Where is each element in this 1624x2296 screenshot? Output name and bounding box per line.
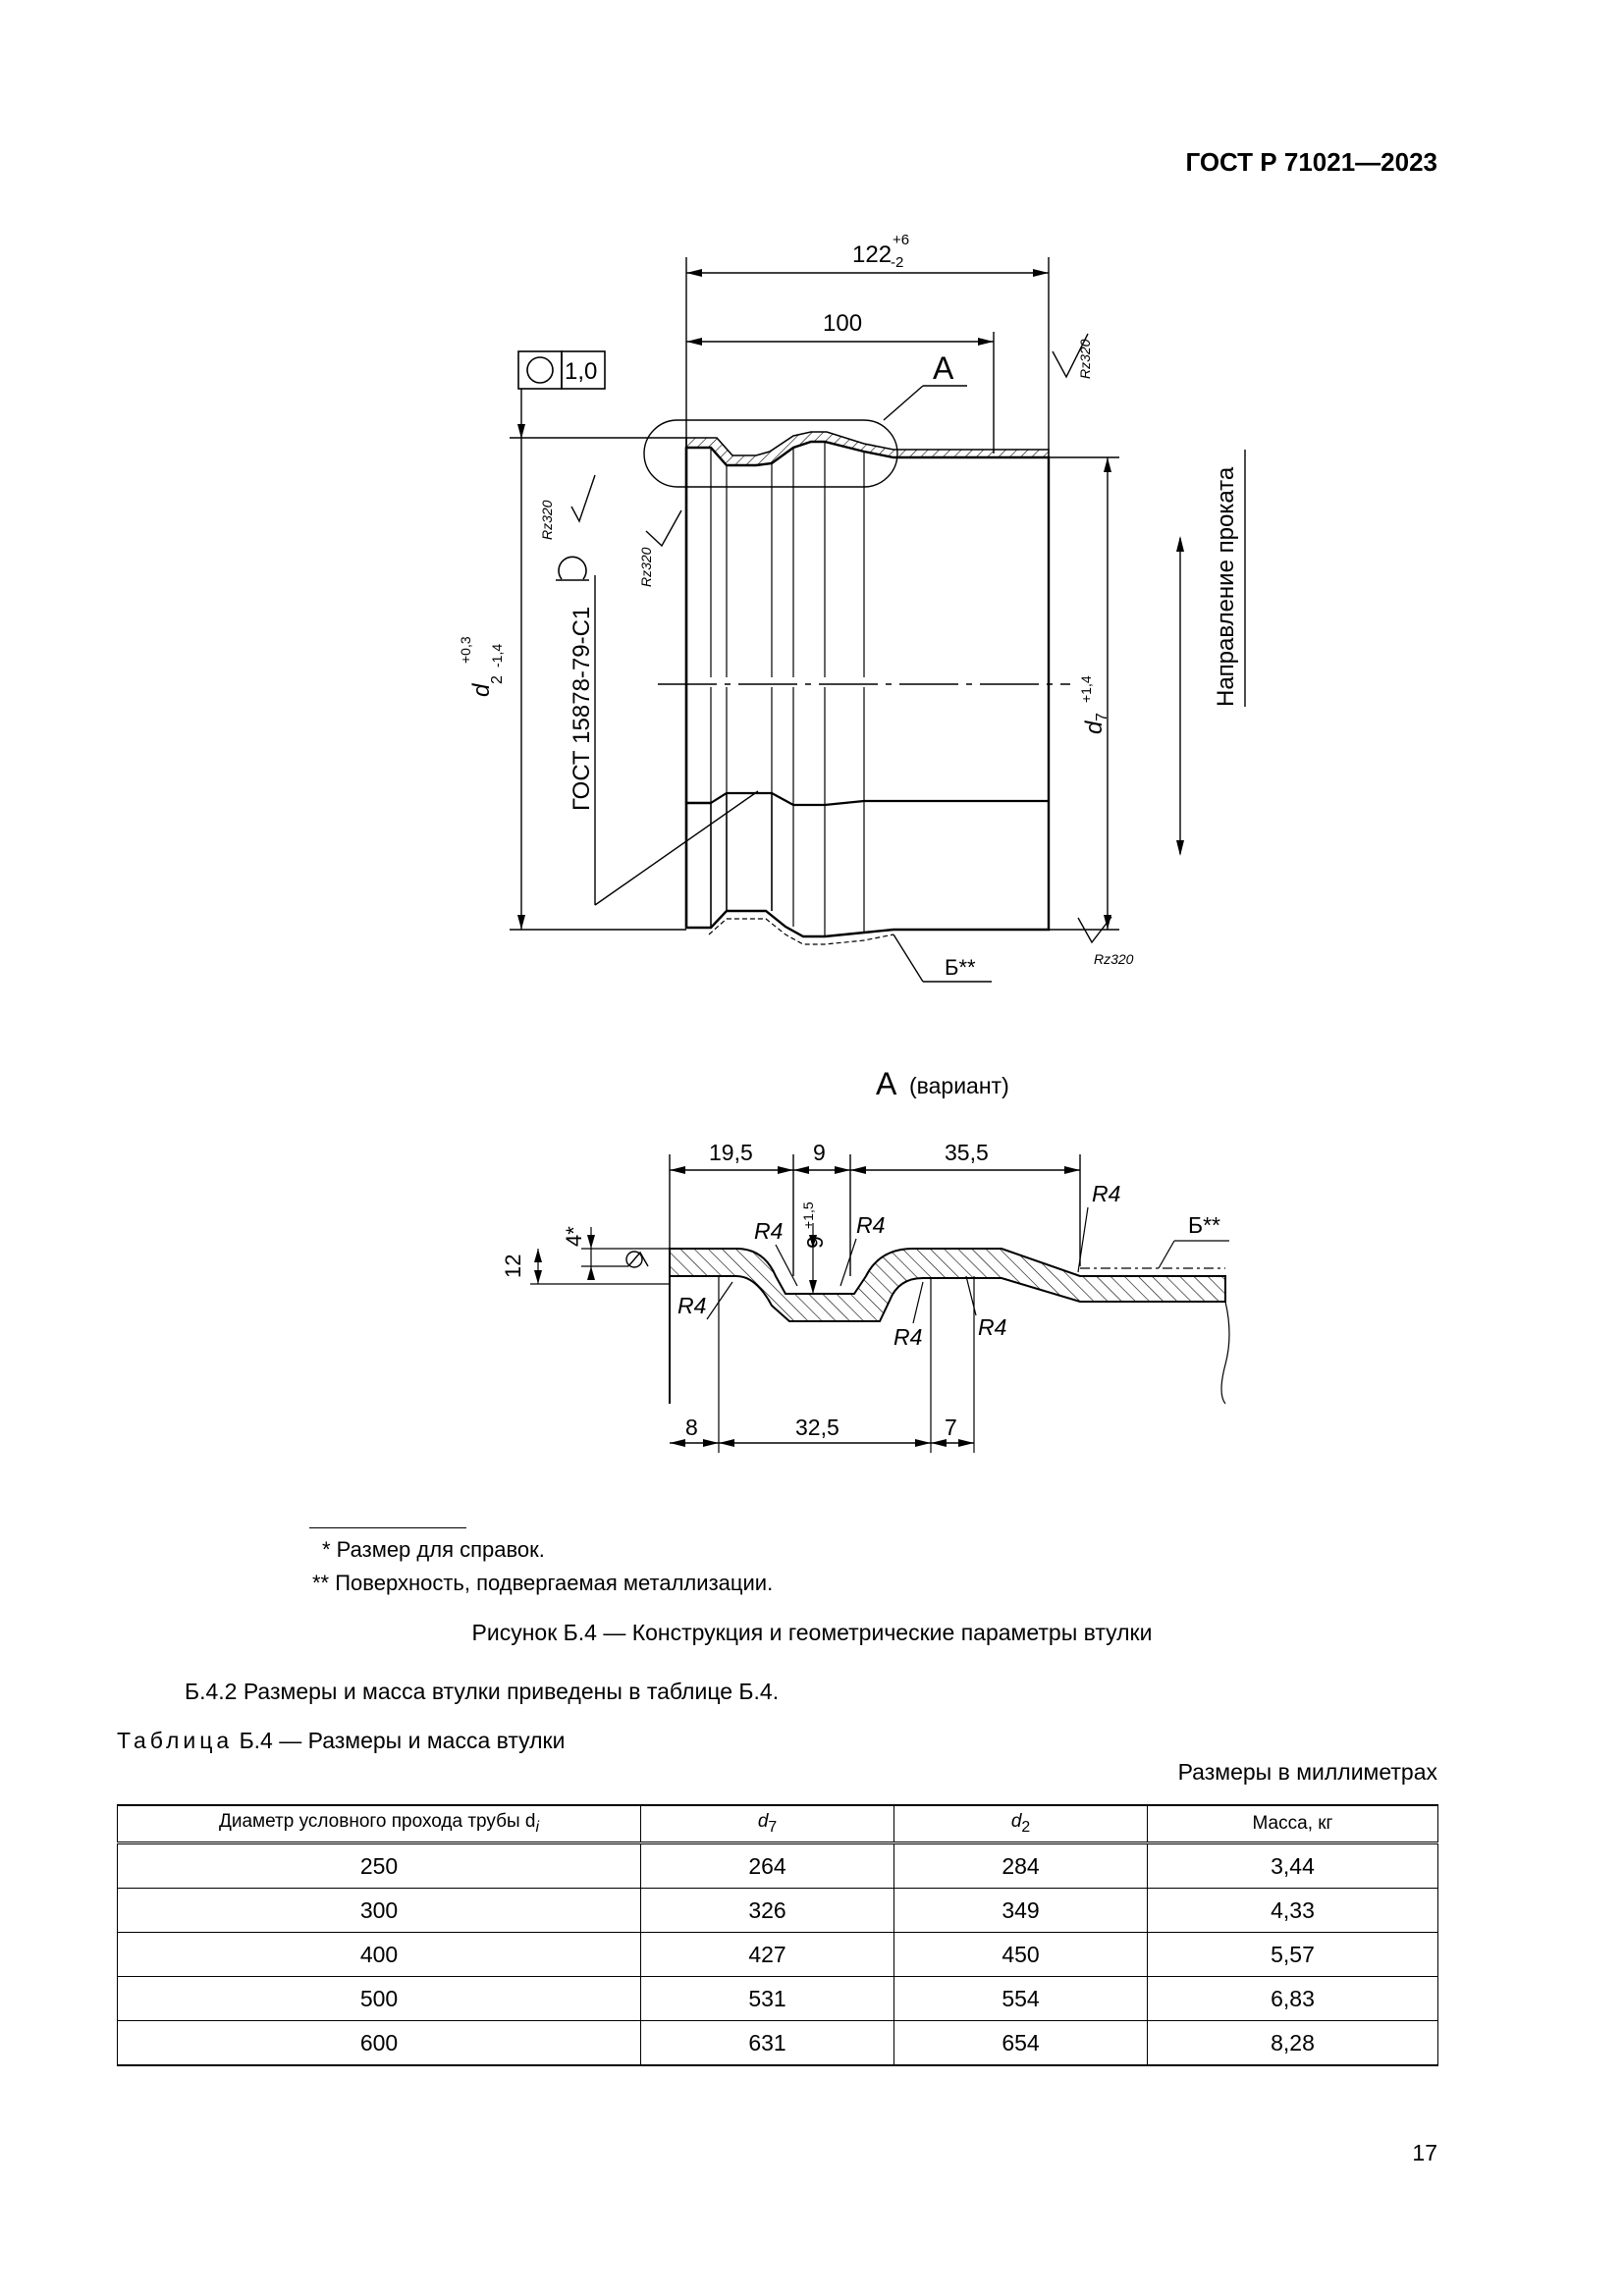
table-header-row: Диаметр условного прохода трубы di d7 d2… bbox=[117, 1804, 1438, 1844]
dim-19-5: 19,5 bbox=[709, 1140, 753, 1165]
footnote-1: * Размер для справок. bbox=[322, 1537, 545, 1562]
surface-b-ref: Б** bbox=[945, 955, 976, 980]
table-cell: 6,83 bbox=[1147, 1976, 1438, 2021]
table-row: 250 264 284 3,44 bbox=[117, 1842, 1438, 1889]
roughness-bottom-right: Rz320 bbox=[1094, 951, 1134, 967]
table-cell: 450 bbox=[893, 1932, 1149, 1977]
d2-sub: 2 bbox=[489, 675, 506, 684]
table-cell: 326 bbox=[639, 1888, 895, 1933]
table-cell: 600 bbox=[117, 2020, 641, 2066]
document-id: ГОСТ Р 71021—2023 bbox=[1185, 147, 1437, 177]
table-row: 600 631 654 8,28 bbox=[117, 2020, 1438, 2066]
roughness-left-lower: Rz320 bbox=[638, 547, 654, 587]
detail-surface-b-ref: Б** bbox=[1188, 1212, 1220, 1238]
footnote-rule bbox=[309, 1527, 466, 1528]
table-units: Размеры в миллиметрах bbox=[1177, 1759, 1437, 1785]
radius-label-3: R4 bbox=[1092, 1181, 1120, 1206]
header-pipe-diameter: Диаметр условного прохода трубы di bbox=[117, 1804, 641, 1844]
table-cell: 531 bbox=[639, 1976, 895, 2021]
dim-32-5: 32,5 bbox=[795, 1415, 839, 1440]
radius-label-2: R4 bbox=[856, 1212, 885, 1238]
table-cell: 4,33 bbox=[1147, 1888, 1438, 1933]
table-title-prefix: Таблица bbox=[117, 1728, 234, 1753]
dim-overall-tol-upper: +6 bbox=[893, 232, 909, 248]
table-row: 400 427 450 5,57 bbox=[117, 1932, 1438, 1977]
table-row: 300 326 349 4,33 bbox=[117, 1888, 1438, 1933]
standard-ref: ГОСТ 15878-79-С1 bbox=[568, 607, 595, 811]
header-d7: d7 bbox=[639, 1804, 895, 1844]
dim-overall-tol-lower: -2 bbox=[891, 254, 903, 271]
table-cell: 554 bbox=[893, 1976, 1149, 2021]
table-cell: 400 bbox=[117, 1932, 641, 1977]
d7-tol-upper: +1,4 bbox=[1078, 675, 1094, 703]
table-title-rest: Б.4 — Размеры и масса втулки bbox=[233, 1728, 566, 1753]
dim-overall-length: 122 bbox=[852, 241, 892, 268]
table-cell: 300 bbox=[117, 1888, 641, 1933]
radius-label-4: R4 bbox=[677, 1293, 706, 1318]
detail-title-suffix: (вариант) bbox=[909, 1073, 1009, 1098]
radius-label-1: R4 bbox=[754, 1218, 783, 1244]
footnote-2: ** Поверхность, подвергаемая металлизаци… bbox=[312, 1571, 774, 1595]
dim-8: 8 bbox=[685, 1415, 698, 1440]
bushing-main-drawing: 122 +6 -2 100 А Rz320 1,0 d 2 +0,3 -1,4 … bbox=[458, 232, 1246, 983]
d2-tol-lower: -1,4 bbox=[489, 644, 505, 667]
dim-100: 100 bbox=[823, 310, 862, 337]
table-row: 500 531 554 6,83 bbox=[117, 1976, 1438, 2021]
table-cell: 284 bbox=[893, 1842, 1149, 1889]
body-paragraph: Б.4.2 Размеры и масса втулки приведены в… bbox=[185, 1679, 780, 1704]
figure-caption: Рисунок Б.4 — Конструкция и геометрическ… bbox=[471, 1620, 1153, 1645]
dim-9-tol: +1,5 bbox=[800, 1201, 816, 1229]
detail-a-label: А bbox=[933, 350, 954, 386]
dimensions-table: Диаметр условного прохода трубы di d7 d2… bbox=[117, 1804, 1438, 2066]
table-cell: 264 bbox=[639, 1842, 895, 1889]
page-number: 17 bbox=[1412, 2140, 1437, 2165]
tolerance-value: 1,0 bbox=[565, 358, 597, 385]
dim-12: 12 bbox=[501, 1255, 525, 1278]
rolling-direction-label: Направление проката bbox=[1213, 466, 1239, 707]
radius-label-6: R4 bbox=[978, 1314, 1006, 1340]
roughness-top-right: Rz320 bbox=[1077, 339, 1093, 379]
header-mass: Масса, кг bbox=[1147, 1804, 1438, 1844]
d2-tol-upper: +0,3 bbox=[458, 636, 473, 664]
d7-sub: 7 bbox=[1094, 713, 1110, 721]
d7-label: d bbox=[1081, 721, 1108, 734]
table-cell: 631 bbox=[639, 2020, 895, 2066]
dim-9-vertical: 9 bbox=[802, 1236, 828, 1249]
table-cell: 349 bbox=[893, 1888, 1149, 1933]
dim-9: 9 bbox=[813, 1140, 826, 1165]
dim-4: 4* bbox=[562, 1226, 586, 1247]
detail-title-letter: А bbox=[876, 1066, 897, 1101]
dim-7: 7 bbox=[945, 1415, 957, 1440]
roughness-left-upper: Rz320 bbox=[539, 500, 555, 540]
table-cell: 5,57 bbox=[1147, 1932, 1438, 1977]
header-d2: d2 bbox=[893, 1804, 1149, 1844]
table-cell: 654 bbox=[893, 2020, 1149, 2066]
table-cell: 3,44 bbox=[1147, 1842, 1438, 1889]
table-cell: 8,28 bbox=[1147, 2020, 1438, 2066]
radius-label-5: R4 bbox=[893, 1324, 922, 1350]
table-cell: 500 bbox=[117, 1976, 641, 2021]
table-cell: 427 bbox=[639, 1932, 895, 1977]
d2-label: d bbox=[468, 683, 495, 697]
detail-a-drawing: А (вариант) 19,5 9 35,5 4* 12 Б** 9 +1,5… bbox=[501, 1066, 1230, 1453]
dim-35-5: 35,5 bbox=[945, 1140, 989, 1165]
table-title: Таблица Б.4 — Размеры и масса втулки bbox=[117, 1728, 565, 1754]
table-cell: 250 bbox=[117, 1842, 641, 1889]
